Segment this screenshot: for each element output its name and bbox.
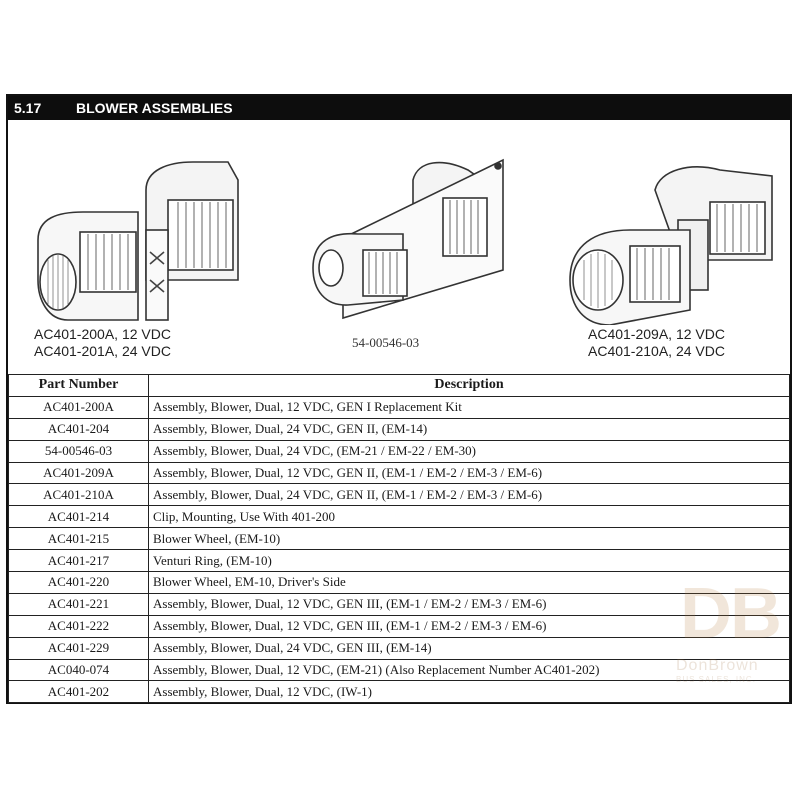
figure-3-caption: AC401-209A, 12 VDC AC401-210A, 24 VDC [588,326,725,360]
part-number-cell: AC401-209A [8,461,149,485]
description-cell: Assembly, Blower, Dual, 24 VDC, GEN II, … [148,417,790,441]
part-number-cell: AC401-229 [8,636,149,660]
description-cell: Blower Wheel, (EM-10) [148,527,790,551]
figure-1-caption: AC401-200A, 12 VDC AC401-201A, 24 VDC [34,326,171,360]
blower-illustration-3 [569,166,773,325]
description-cell: Assembly, Blower, Dual, 24 VDC, GEN III,… [148,636,790,660]
description-cell: Assembly, Blower, Dual, 24 VDC, GEN II, … [148,483,790,507]
part-number-cell: AC401-210A [8,483,149,507]
description-cell: Assembly, Blower, Dual, 12 VDC, (EM-21) … [148,658,790,682]
figure-1-caption-line: AC401-200A, 12 VDC [34,326,171,342]
table-header-row: Part Number Description [8,374,790,397]
part-number-cell: AC401-200A [8,395,149,419]
column-header-description: Description [148,374,790,397]
figure-1-caption-line: AC401-201A, 24 VDC [34,343,171,359]
part-number-cell: AC401-217 [8,549,149,573]
description-cell: Blower Wheel, EM-10, Driver's Side [148,571,790,594]
description-cell: Assembly, Blower, Dual, 12 VDC, (IW-1) [148,680,790,704]
description-cell: Venturi Ring, (EM-10) [148,549,790,573]
part-number-cell: AC401-222 [8,614,149,638]
section-header: 5.17 BLOWER ASSEMBLIES [8,96,790,120]
part-number-cell: AC401-204 [8,417,149,441]
part-number-cell: AC401-215 [8,527,149,551]
part-number-cell: AC040-074 [8,658,149,682]
description-cell: Assembly, Blower, Dual, 12 VDC, GEN I Re… [148,395,790,419]
description-cell: Clip, Mounting, Use With 401-200 [148,505,790,529]
part-number-cell: AC401-214 [8,505,149,529]
description-cell: Assembly, Blower, Dual, 24 VDC, (EM-21 /… [148,439,790,463]
description-cell: Assembly, Blower, Dual, 12 VDC, GEN III,… [148,592,790,616]
blower-illustration-2 [312,158,504,320]
description-cell: Assembly, Blower, Dual, 12 VDC, GEN II, … [148,461,790,485]
part-number-cell: AC401-202 [8,680,149,704]
column-header-part-number: Part Number [8,374,149,397]
figure-2-caption: 54-00546-03 [352,334,419,351]
figure-2-caption-line: 54-00546-03 [352,335,420,350]
blower-illustration-1 [37,161,239,321]
figures-panel: AC401-200A, 12 VDC AC401-201A, 24 VDC [8,120,790,376]
part-number-cell: 54-00546-03 [8,439,149,463]
part-number-cell: AC401-220 [8,571,149,594]
blower-assemblies-section: 5.17 BLOWER ASSEMBLIES [6,94,792,704]
figure-3-caption-line: AC401-209A, 12 VDC [588,326,725,342]
part-number-cell: AC401-221 [8,592,149,616]
section-title: BLOWER ASSEMBLIES [76,100,233,116]
figure-3-caption-line: AC401-210A, 24 VDC [588,343,725,359]
section-number: 5.17 [14,100,42,116]
description-cell: Assembly, Blower, Dual, 12 VDC, GEN III,… [148,614,790,638]
